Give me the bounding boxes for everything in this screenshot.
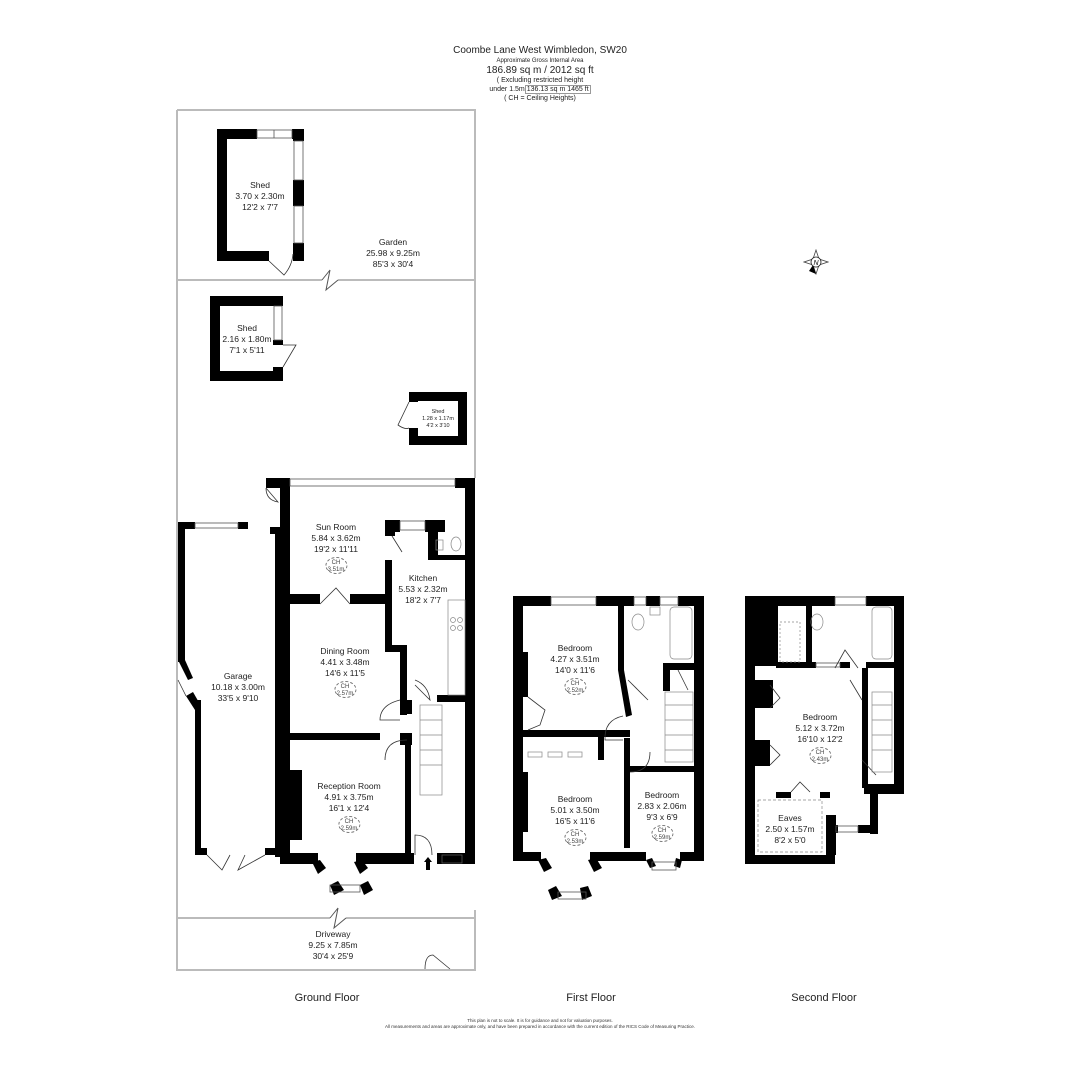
room-metric: 3.70 x 2.30m <box>235 191 285 201</box>
room-imperial: 7'1 x 5'11 <box>229 345 265 355</box>
room-metric: 5.01 x 3.50m <box>550 805 600 815</box>
floor-title-first: First Floor <box>566 992 616 1004</box>
room-imperial: 14'6 x 11'5 <box>325 668 365 678</box>
total-area: 186.89 sq m / 2012 sq ft <box>486 65 594 76</box>
room-imperial: 12'2 x 7'7 <box>242 202 278 212</box>
restricted-note: ( Excluding restricted height <box>496 77 584 84</box>
fixtures <box>419 536 893 853</box>
room-label-garden: Garden 25.98 x 9.25m 85'3 x 30'4 <box>366 237 420 270</box>
room-name: Bedroom <box>557 794 593 804</box>
room-label-shed-medium: Shed 2.16 x 1.80m 7'1 x 5'11 <box>222 323 271 356</box>
room-imperial: 14'0 x 11'6 <box>555 665 595 675</box>
room-label-reception-room: Reception Room 4.91 x 3.75m 16'1 x 12'4 … <box>317 781 381 833</box>
room-imperial: 85'3 x 30'4 <box>372 259 414 269</box>
ceiling-height-note: ( CH = Ceiling Heights) <box>504 95 576 102</box>
room-name: Kitchen <box>408 573 438 583</box>
room-metric: 5.84 x 3.62m <box>311 533 361 543</box>
disclaimer-line-1: This plan is not to scale. It is for gui… <box>467 1018 613 1023</box>
room-label-shed-large: Shed 3.70 x 2.30m 12'2 x 7'7 <box>235 180 284 213</box>
room-imperial: 16'10 x 12'2 <box>797 734 843 744</box>
floor-title-second: Second Floor <box>791 992 857 1004</box>
room-imperial: 16'5 x 11'6 <box>555 816 595 826</box>
room-name: Garden <box>378 237 408 247</box>
room-label-eaves: Eaves 2.50 x 1.57m 8'2 x 5'0 <box>765 813 814 846</box>
room-imperial: 4'2 x 3'10 <box>426 423 450 429</box>
disclaimer-line-2: All measurements and areas are approxima… <box>384 1024 696 1029</box>
room-imperial: 8'2 x 5'0 <box>774 835 806 845</box>
room-label-kitchen: Kitchen 5.53 x 2.32m 18'2 x 7'7 <box>398 573 447 606</box>
walls <box>178 129 904 900</box>
room-name: Sun Room <box>315 522 357 532</box>
room-name: Shed <box>237 323 257 333</box>
area-caption: Approximate Gross Internal Area <box>496 58 584 64</box>
svg-text:N: N <box>813 260 819 267</box>
room-metric: 9.25 x 7.85m <box>308 940 358 950</box>
room-metric: 1.28 x 1.17m <box>422 416 454 422</box>
windows <box>194 129 867 900</box>
room-name: Driveway <box>315 929 351 939</box>
room-metric: 4.41 x 3.48m <box>320 657 370 667</box>
room-imperial: 19'2 x 11'11 <box>313 544 359 554</box>
doors <box>177 253 877 970</box>
room-metric: 2.50 x 1.57m <box>765 824 815 834</box>
garden-boundary <box>176 109 476 971</box>
room-name: Bedroom <box>644 790 680 800</box>
room-name: Shed <box>250 180 270 190</box>
north-compass-icon: N <box>802 248 830 280</box>
room-metric: 10.18 x 3.00m <box>211 682 265 692</box>
room-metric: 25.98 x 9.25m <box>366 248 420 258</box>
room-imperial: 16'1 x 12'4 <box>328 803 370 813</box>
room-metric: 5.53 x 2.32m <box>398 584 448 594</box>
room-name: Garage <box>223 671 253 681</box>
room-imperial: 18'2 x 7'7 <box>405 595 441 605</box>
disclaimer: This plan is not to scale. It is for gui… <box>0 1018 1080 1030</box>
restricted-prefix: under 1.5m <box>489 86 525 93</box>
room-name: Reception Room <box>317 781 381 791</box>
room-name: Bedroom <box>802 712 838 722</box>
room-label-shed-small: Shed 1.28 x 1.17m 4'2 x 3'10 <box>422 409 454 430</box>
room-metric: 2.83 x 2.06m <box>637 801 687 811</box>
room-imperial: 33'5 x 9'10 <box>217 693 259 703</box>
room-label-garage: Garage 10.18 x 3.00m 33'5 x 9'10 <box>211 671 265 704</box>
floor-title-ground: Ground Floor <box>294 992 360 1004</box>
room-name: Eaves <box>778 813 802 823</box>
room-label-driveway: Driveway 9.25 x 7.85m 30'4 x 25'9 <box>308 929 357 962</box>
room-name: Dining Room <box>320 646 370 656</box>
property-address: Coombe Lane West Wimbledon, SW20 <box>453 45 627 56</box>
room-imperial: 9'3 x 6'9 <box>646 812 678 822</box>
room-imperial: 30'4 x 25'9 <box>312 951 354 961</box>
room-metric: 4.91 x 3.75m <box>324 792 374 802</box>
room-metric: 4.27 x 3.51m <box>550 654 600 664</box>
room-name: Bedroom <box>557 643 593 653</box>
room-metric: 2.16 x 1.80m <box>222 334 272 344</box>
room-name: Shed <box>431 409 445 415</box>
restricted-value: 136.13 sq m 1465 ft <box>524 85 591 94</box>
room-metric: 5.12 x 3.72m <box>795 723 845 733</box>
